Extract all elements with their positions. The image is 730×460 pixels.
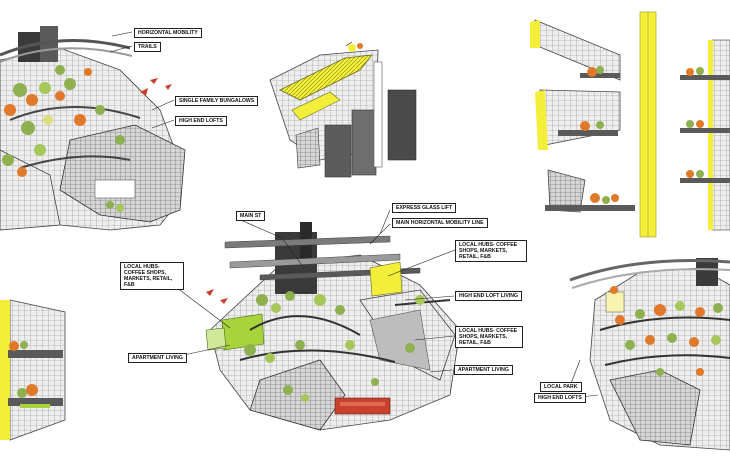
label-high-end-lofts: HIGH END LOFTS <box>175 116 227 126</box>
center-foliage <box>244 291 425 402</box>
label-express-glass-lift: EXPRESS GLASS LIFT <box>392 203 457 213</box>
bottom-left-wall-section <box>0 299 66 441</box>
bottom-right-megastructure <box>569 258 730 451</box>
top-middle-stair-section <box>269 43 417 178</box>
label-high-end-loft-living: HIGH END LOFT LIVING <box>455 291 523 301</box>
label-apartment-living-left: APARTMENT LIVING <box>128 353 187 363</box>
top-right-section <box>530 11 730 238</box>
bottom-right-foliage <box>610 286 723 376</box>
label-apartment-living-right: APARTMENT LIVING <box>454 365 513 375</box>
leader-lines <box>109 31 599 399</box>
arrow-accents <box>140 78 228 304</box>
label-high-end-lofts-br: HIGH END LOFTS <box>534 393 586 403</box>
label-local-hubs-left: LOCAL HUBS- COFFEE SHOPS, MARKETS, RETAI… <box>120 262 184 290</box>
label-main-horizontal-mobility-line: MAIN HORIZONTAL MOBILITY LINE <box>392 218 488 228</box>
label-main-st: MAIN ST <box>236 211 266 221</box>
label-horizontal-mobility: HORIZONTAL MOBILITY <box>134 28 202 38</box>
label-trails: TRAILS <box>134 42 161 52</box>
label-local-hubs-right: LOCAL HUBS- COFFEE SHOPS, MARKETS, RETAI… <box>455 240 527 262</box>
label-local-park: LOCAL PARK <box>540 382 582 392</box>
label-local-hubs-lower: LOCAL HUBS- COFFEE SHOPS, MARKETS, RETAI… <box>455 326 523 348</box>
top-left-foliage <box>2 65 125 212</box>
label-single-family-bungalows: SINGLE FAMILY BUNGALOWS <box>175 96 259 106</box>
center-megastructure <box>205 222 461 431</box>
